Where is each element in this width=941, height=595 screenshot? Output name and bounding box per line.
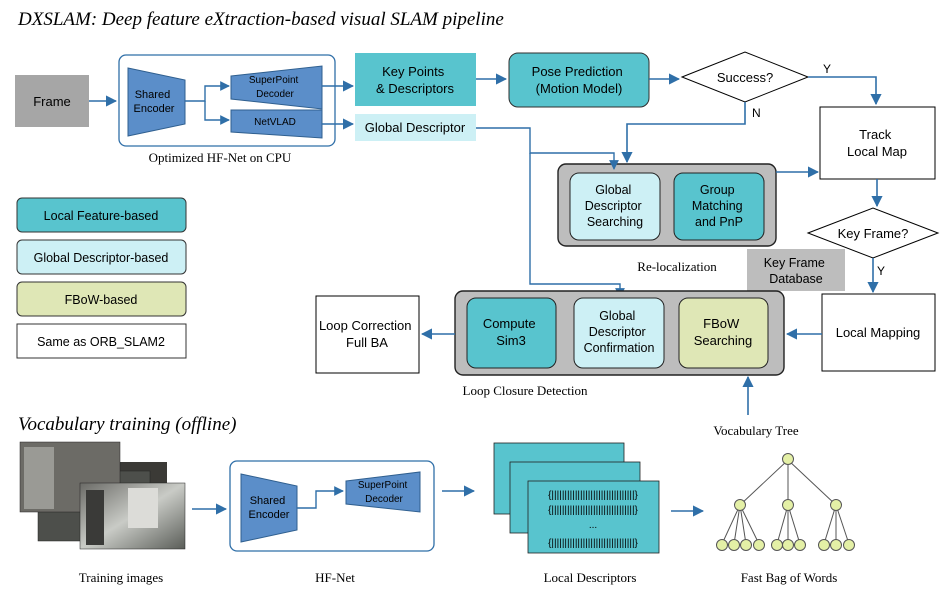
frame-label: Frame bbox=[33, 94, 71, 109]
arrow-success-no bbox=[621, 102, 746, 164]
fbow-tree bbox=[716, 453, 855, 551]
training-images-caption: Training images bbox=[79, 570, 163, 585]
success-label: Success? bbox=[717, 70, 773, 85]
legend-orb-swatch bbox=[16, 323, 187, 359]
loop-closure-caption: Loop Closure Detection bbox=[463, 383, 588, 398]
vocab-tree-label: Vocabulary Tree bbox=[713, 423, 799, 438]
shared-encoder-label: Shared Encoder bbox=[134, 89, 175, 115]
shared-encoder-shape bbox=[127, 67, 186, 137]
gd-searching-label: Global Descriptor Searching bbox=[585, 183, 645, 229]
keypoints-label: Key Points & Descriptors bbox=[376, 64, 455, 96]
arrow-global-relocalization bbox=[476, 127, 619, 170]
keyframe-decision: Key Frame? bbox=[806, 207, 940, 259]
success-yes-label: Y bbox=[823, 62, 831, 76]
pose-prediction-node: Pose Prediction (Motion Model) bbox=[508, 52, 650, 108]
gd-confirmation-node bbox=[573, 297, 665, 369]
local-mapping-label: Local Mapping bbox=[836, 325, 921, 340]
loop-correction-label: Loop Correction Full BA bbox=[319, 318, 415, 350]
local-mapping-node: Local Mapping bbox=[821, 293, 936, 372]
fbow-searching-node bbox=[678, 297, 769, 369]
legend-global-swatch bbox=[16, 239, 187, 275]
group-matching-label: Group Matching and PnP bbox=[692, 183, 746, 229]
compute-sim3-node bbox=[466, 297, 557, 369]
compute-sim3-label: Compute Sim3 bbox=[483, 316, 539, 348]
training-encoder-shape bbox=[240, 473, 298, 543]
legend-orb-label: Same as ORB_SLAM2 bbox=[37, 335, 165, 349]
loop-correction-node: Loop Correction Full BA bbox=[315, 295, 420, 374]
frame-node: Frame bbox=[15, 75, 89, 127]
fbow-caption: Fast Bag of Words bbox=[741, 570, 838, 585]
keyframe-label: Key Frame? bbox=[838, 226, 909, 241]
training-decoder-label: SuperPoint Decoder bbox=[358, 480, 410, 505]
superpoint-decoder-shape bbox=[230, 65, 323, 110]
kf-database-label: Key Frame Database bbox=[764, 256, 829, 286]
vocab-title: Vocabulary training (offline) bbox=[18, 414, 236, 435]
training-hfnet-container: Shared Encoder SuperPoint Decoder bbox=[229, 460, 435, 552]
training-images bbox=[19, 441, 186, 550]
netvlad-label: NetVLAD bbox=[254, 117, 296, 128]
success-no-label: N bbox=[752, 106, 761, 120]
local-descriptors-caption: Local Descriptors bbox=[544, 570, 637, 585]
success-decision: Success? bbox=[680, 51, 810, 103]
keypoints-node: Key Points & Descriptors bbox=[355, 53, 476, 106]
hfnet-container: Shared Encoder SuperPoint Decoder NetVLA… bbox=[118, 54, 336, 147]
netvlad-shape bbox=[230, 109, 323, 139]
loop-closure-container: Compute Sim3 Global Descriptor Confirmat… bbox=[454, 290, 785, 376]
legend-global-label: Global Descriptor-based bbox=[34, 251, 169, 265]
arrow-success-yes bbox=[808, 76, 882, 106]
global-descriptor-label: Global Descriptor bbox=[365, 120, 466, 135]
track-local-map-label: Track Local Map bbox=[847, 127, 907, 159]
group-matching-node bbox=[673, 172, 765, 241]
gd-confirmation-label: Global Descriptor Confirmation bbox=[584, 309, 655, 355]
legend-fbow-swatch bbox=[16, 281, 187, 317]
local-descriptors-stack: {||||||||||||||||||||||||||||||||} {||||… bbox=[493, 442, 660, 554]
keyframe-yes-label: Y bbox=[877, 264, 885, 278]
global-descriptor-node: Global Descriptor bbox=[355, 114, 476, 141]
fbow-searching-label: FBoW Searching bbox=[694, 316, 753, 348]
relocalization-container: Global Descriptor Searching Group Matchi… bbox=[557, 163, 777, 247]
training-hfnet-caption: HF-Net bbox=[315, 570, 355, 585]
desc-row-3: ... bbox=[589, 520, 597, 531]
legend-local-label: Local Feature-based bbox=[44, 209, 159, 223]
gd-searching-node bbox=[569, 172, 661, 241]
training-encoder-label: Shared Encoder bbox=[249, 495, 290, 521]
superpoint-decoder-label: SuperPoint Decoder bbox=[249, 75, 301, 100]
training-decoder-shape bbox=[345, 471, 421, 513]
legend-local-swatch bbox=[16, 197, 187, 233]
desc-row-1: {||||||||||||||||||||||||||||||||} bbox=[548, 490, 638, 501]
desc-row-4: {||||||||||||||||||||||||||||||||} bbox=[548, 538, 638, 549]
relocalization-caption: Re-localization bbox=[637, 259, 717, 274]
hfnet-caption: Optimized HF-Net on CPU bbox=[149, 150, 292, 165]
pose-prediction-label: Pose Prediction (Motion Model) bbox=[532, 64, 627, 96]
kf-database-node: Key Frame Database bbox=[747, 249, 845, 291]
track-local-map-node: Track Local Map bbox=[819, 106, 936, 180]
legend: Local Feature-based Global Descriptor-ba… bbox=[16, 197, 187, 359]
main-title: DXSLAM: Deep feature eXtraction-based vi… bbox=[17, 9, 504, 30]
legend-fbow-label: FBoW-based bbox=[65, 293, 138, 307]
desc-row-2: {||||||||||||||||||||||||||||||||} bbox=[548, 505, 638, 516]
